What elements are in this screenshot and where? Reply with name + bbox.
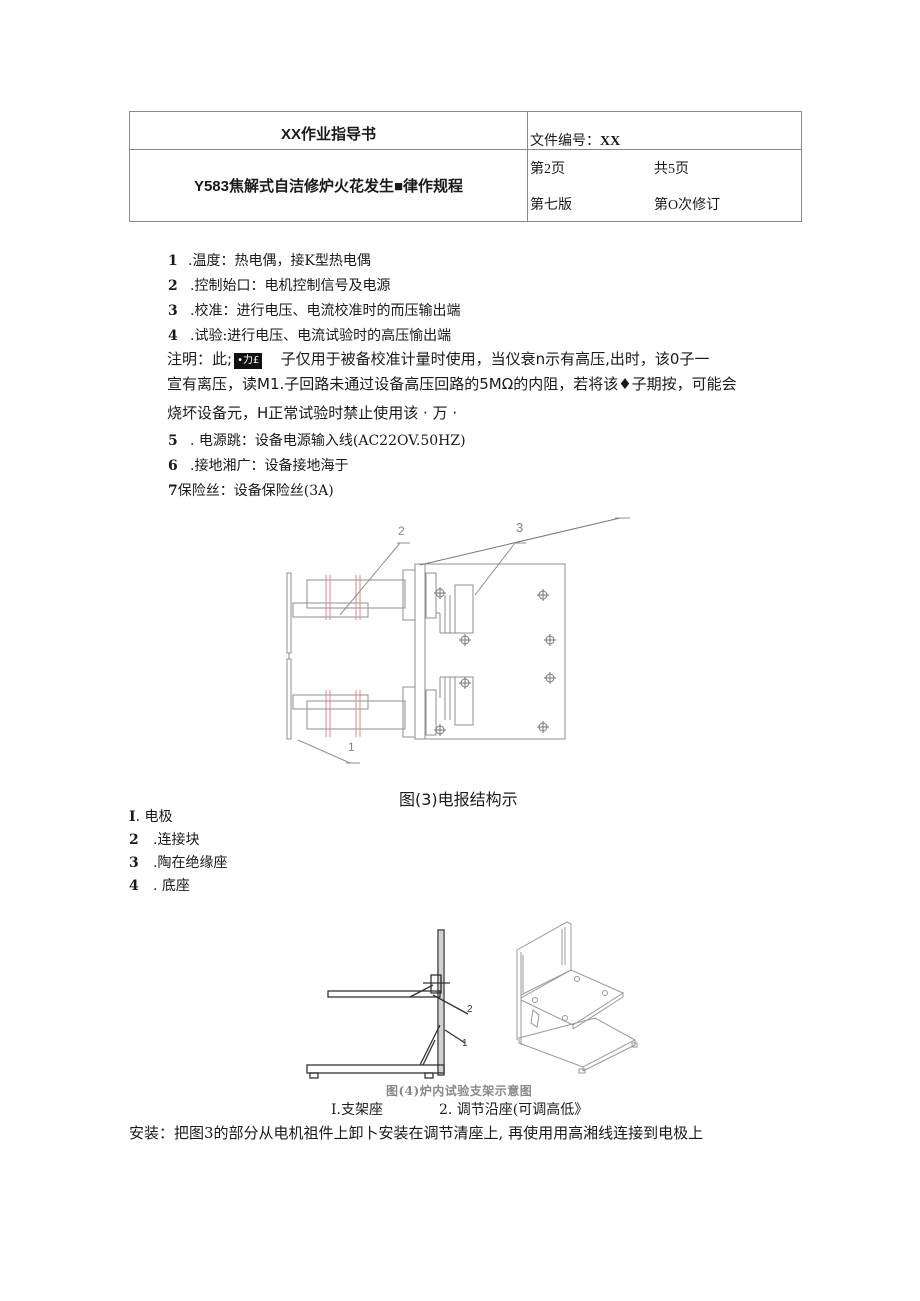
figure-4-caption: 图(4)炉内试验支架示意图 bbox=[386, 1084, 533, 1098]
figure-4-side-view-drawing bbox=[306, 929, 469, 1079]
header-table: XX作业指导书 Y583焦解式自洁修炉火花发生■律作规程 文件编号：XX 第2页… bbox=[129, 111, 802, 222]
list-item: 2.连接块 bbox=[129, 832, 200, 848]
list-item: 5. 电源跳：设备电源输入线(AC22OV.50HZ) bbox=[168, 433, 466, 449]
list-item: 4.试验:进行电压、电流试验时的高压愉出端 bbox=[168, 328, 452, 344]
page-label: 第2页 bbox=[530, 162, 565, 177]
doc-number-value: XX bbox=[600, 134, 621, 149]
inline-glyph-badge: •力£ bbox=[234, 353, 263, 369]
list-item: 3.校准：进行电压、电流校准时的而压输出端 bbox=[168, 303, 461, 319]
callout-1: 1 bbox=[348, 740, 355, 754]
figure-4-isometric-drawing bbox=[516, 921, 638, 1074]
table-divider-vertical bbox=[527, 112, 528, 221]
figure-4-legend-1: I.支架座 bbox=[331, 1102, 383, 1118]
install-text: 安装：把图3的部分从电机祖件上卸卜安装在调节清座上, 再使用用高湘线连接到电极上 bbox=[129, 1124, 704, 1142]
note-line-2: 宣有离压，读M1.子回路未通过设备高压回路的5MΩ的内阻，若将该♦子期按，可能会 bbox=[167, 375, 737, 393]
total-pages-label: 共5页 bbox=[654, 162, 689, 177]
figure-3-electrode-drawing bbox=[286, 517, 630, 764]
callout-1: 1 bbox=[462, 1038, 468, 1049]
revision-label: 第O次修订 bbox=[654, 198, 721, 213]
list-item: 3.陶在绝缘座 bbox=[129, 855, 228, 871]
list-item: 2.控制始口：电机控制信号及电源 bbox=[168, 278, 391, 294]
callout-3: 3 bbox=[516, 520, 524, 535]
list-item: 6.接地湘广：设备接地海于 bbox=[168, 458, 349, 474]
note-line-1: 注明：此;•力£ 子仅用于被备校准计量时使用，当仪衰n示有高压,出时，该0子一 bbox=[167, 350, 710, 369]
table-divider-horizontal bbox=[130, 149, 801, 150]
list-item: 4. 底座 bbox=[129, 878, 190, 894]
list-item: 7保险丝：设备保险丝(3A) bbox=[168, 483, 334, 499]
figure-3-caption: 图(3)电报结构示 bbox=[399, 790, 518, 809]
note-line-3: 烧坏设备元，H正常试验时禁止使用该 · 万 · bbox=[167, 404, 458, 422]
list-item: 1.温度：热电偶，接K型热电偶 bbox=[168, 253, 371, 269]
callout-2: 2 bbox=[467, 1004, 473, 1015]
edition-label: 第七版 bbox=[530, 198, 572, 213]
doc-number-label: 文件编号： bbox=[530, 134, 600, 149]
doc-number: 文件编号：XX bbox=[530, 130, 620, 150]
doc-title: XX作业指导书 bbox=[280, 126, 376, 143]
figure-4-legend-2: 2. 调节沿座(可调高低》 bbox=[439, 1102, 589, 1118]
callout-2: 2 bbox=[398, 524, 405, 538]
list-item: I. 电极 bbox=[129, 809, 173, 825]
procedure-title: Y583焦解式自洁修炉火花发生■律作规程 bbox=[193, 178, 464, 195]
